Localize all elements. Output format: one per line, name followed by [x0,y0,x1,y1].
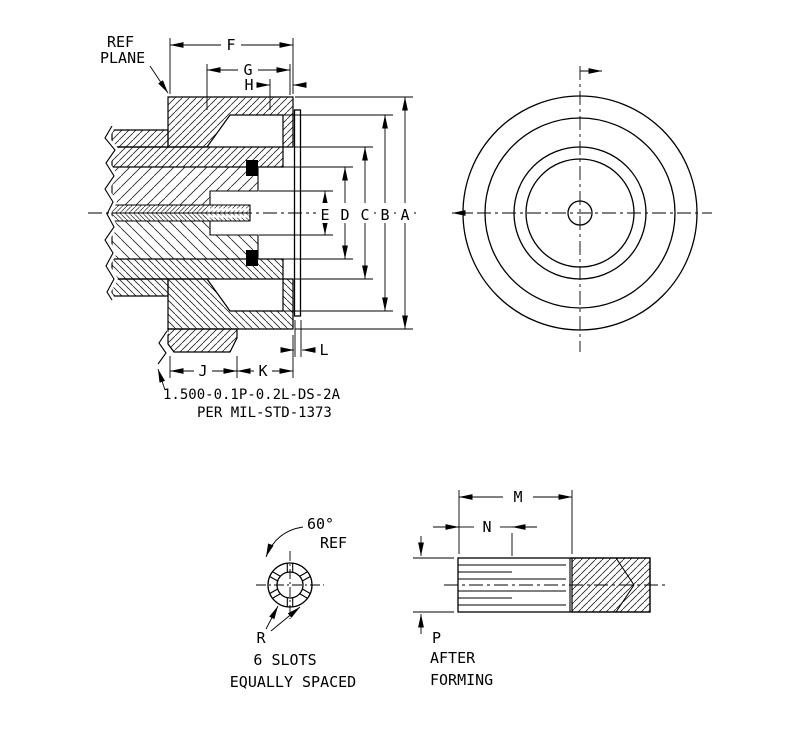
dim-label-c: C [360,206,369,224]
dim-label-n: N [482,518,491,536]
angle-label: 60° [307,515,334,533]
contact-slot [286,563,294,573]
dim-n [433,524,537,556]
thread-note-line1: 1.500-0.1P-0.2L-DS-2A [163,387,341,403]
forming-note-line2: FORMING [430,671,493,689]
flange-section [167,96,294,148]
ref-plane-label-line1: REF [107,33,134,51]
forming-note-line1: AFTER [430,649,476,667]
label-gap [376,203,394,223]
rear-barrel-section [111,129,169,148]
dim-label-p: P [432,629,441,647]
dim-l [280,320,316,357]
dim-label-f: F [226,36,235,54]
contact-side-detail: M N P AFTER FORMING [413,488,666,689]
dim-j [169,356,238,378]
section-bottom-half [110,211,295,331]
connector-section-view: REF PLANE F G H E D C B A J K L 1.500-0.… [88,33,416,421]
dim-label-d: D [340,206,349,224]
break-line [104,125,116,301]
ref-plane-leader [149,65,169,94]
dim-label-m: M [513,488,522,506]
slots-note-line1: 6 SLOTS [253,651,316,669]
label-gap [316,203,334,223]
dim-label-k: K [258,362,267,380]
label-gap [336,203,354,223]
dim-m [458,490,573,554]
label-gap [356,203,374,223]
dim-label-e: E [320,206,329,224]
dim-label-l: L [319,341,328,359]
dim-label-j: J [198,362,207,380]
angle-leader-arrow [265,526,304,558]
dim-label-h: H [244,76,253,94]
section-top-half [111,96,294,214]
formed-tip-line-bottom [615,584,635,613]
mounting-stub-section [167,328,238,353]
thread-note-line2: PER MIL-STD-1373 [197,405,332,421]
label-gap [396,203,414,223]
ref-plane-label-line2: PLANE [100,49,145,67]
radius-leader-1 [265,605,279,630]
contact-finger-lines [458,564,566,606]
radius-label: R [256,629,266,647]
dim-h [256,79,307,110]
dim-k [237,335,294,378]
dim-g [206,64,291,110]
formed-tip-line-top [615,557,635,586]
dim-label-b: B [380,206,389,224]
gasket-seal [246,160,258,176]
contact-face-detail: 60° REF R 6 SLOTS EQUALLY SPACED [230,515,356,691]
angle-ref-label: REF [320,534,347,552]
radius-leader-2 [270,606,301,632]
dim-label-a: A [400,206,409,224]
thread-note-leader [157,368,166,391]
dim-p [413,536,454,634]
stub-break-line [157,330,168,365]
connector-front-view [452,66,712,352]
insulator-section [111,166,259,206]
dim-label-g: G [243,61,252,79]
slots-note-line2: EQUALLY SPACED [230,673,356,691]
